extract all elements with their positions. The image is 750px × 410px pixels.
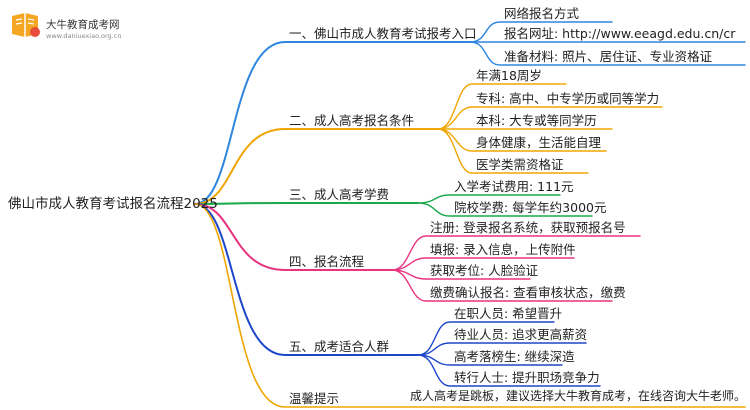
leaf-label: 填报: 录入信息，上传附件 — [430, 242, 576, 257]
branch-connector — [194, 203, 419, 356]
branch-label: 二、成人高考报名条件 — [289, 113, 415, 128]
leaf-label: 本科: 大专或等同学历 — [476, 113, 597, 128]
leaf-label: 准备材料: 照片、居住证、专业资格证 — [504, 49, 713, 64]
logo: 大牛教育成考网 www.daniuexiao.org.cn — [6, 6, 166, 46]
branch-label: 一、佛山市成人教育考试报考入口 — [289, 26, 477, 41]
leaf-label: 入学考试费用: 111元 — [454, 179, 574, 194]
leaf-label: 成人高考是跳板，建议选择大牛教育成考，在线咨询大牛老师。 — [410, 389, 747, 403]
branch-connector — [194, 202, 419, 205]
leaf-label: 获取考位: 人脸验证 — [430, 263, 539, 278]
leaf-connector — [469, 21, 613, 43]
root-node: 佛山市成人教育考试报名流程2025 — [8, 196, 218, 212]
leaf-label: 转行人士: 提升职场竞争力 — [454, 370, 600, 385]
leaf-connector — [417, 354, 601, 387]
branch-label: 五、成考适合人群 — [289, 339, 390, 354]
leaf-label: 高考落榜生: 继续深造 — [454, 349, 575, 364]
leaf-label: 注册: 登录报名系统，获取预报名号 — [430, 220, 626, 235]
leaf-label: 医学类需资格证 — [476, 157, 564, 172]
leaf-connector — [417, 202, 593, 217]
leaf-label: 在职人员: 希望晋升 — [454, 306, 563, 321]
branch-connector — [194, 203, 393, 271]
book-logo-icon — [12, 13, 40, 37]
leaf-label: 院校学费: 每学年约3000元 — [454, 200, 607, 215]
leaf-label: 专科: 高中、中专学历或同等学力 — [476, 91, 660, 106]
branch-label: 三、成人高考学费 — [289, 187, 390, 202]
leaf-connector — [417, 342, 587, 356]
branch-connector — [194, 203, 746, 408]
leaf-connector — [417, 321, 555, 356]
leaf-label: 网络报名方式 — [504, 6, 580, 21]
leaf-connector — [391, 257, 575, 271]
branch-label: 温馨提示 — [289, 391, 340, 406]
leaf-connector — [437, 128, 589, 174]
leaf-label: 待业人员: 追求更高薪资 — [454, 327, 588, 342]
leaf-connector — [437, 106, 663, 130]
leaf-connector — [391, 235, 641, 271]
leaf-connector — [391, 269, 613, 302]
leaf-label: 报名网址: http://www.eeagd.edu.cn/cr — [504, 26, 736, 41]
leaf-label: 缴费确认报名: 查看审核状态，缴费 — [430, 285, 626, 300]
leaf-label: 身体健康，生活能自理 — [476, 135, 602, 150]
leaf-connector — [437, 83, 567, 130]
logo-url: www.daniuexiao.org.cn — [46, 32, 122, 40]
branch-connector — [194, 128, 439, 205]
leaf-label: 年满18周岁 — [476, 68, 542, 83]
leaf-connector — [469, 41, 746, 66]
logo-name: 大牛教育成考网 — [46, 19, 120, 31]
branch-label: 四、报名流程 — [289, 254, 365, 269]
branch-connector — [194, 41, 471, 205]
